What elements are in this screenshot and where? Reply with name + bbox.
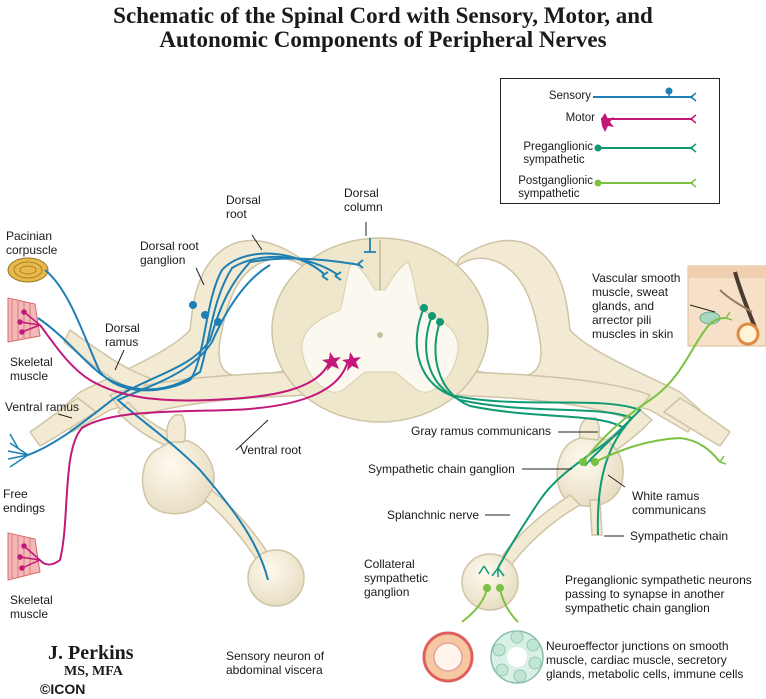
label-dorsal-column: Dorsal column xyxy=(344,186,383,214)
motor-fibers xyxy=(39,324,349,566)
legend-preganglionic-line-1: Preganglionic xyxy=(523,141,593,153)
left-ventral-ramus-nerve xyxy=(29,397,97,447)
legend-motor-label: Motor xyxy=(565,112,595,124)
label-pacinian-line-1: Pacinian xyxy=(6,229,53,243)
label-dorsal-column-line-1: Dorsal xyxy=(344,186,379,200)
label-collateral-line-3: ganglion xyxy=(364,585,410,599)
legend-sensory-label: Sensory xyxy=(548,90,591,102)
right-chain-upper xyxy=(578,417,601,441)
right-ventral-ramus-nerve xyxy=(663,397,731,447)
skeletal-muscle-bottom-icon xyxy=(7,532,41,581)
label-dorsal-root: Dorsal root xyxy=(226,193,261,221)
blood-vessel-icon xyxy=(422,631,474,683)
label-dorsal-ramus-line-1: Dorsal xyxy=(105,321,140,335)
preganglionic-cell-bodies xyxy=(420,304,444,326)
label-collateral-ganglion: Collateral sympathetic ganglion xyxy=(364,557,428,599)
label-neuroeffector-line-1: Neuroeffector junctions on smooth xyxy=(546,639,729,653)
label-ventral-root: Ventral root xyxy=(240,443,302,457)
label-pregang-neurons-line-2: passing to synapse in another xyxy=(565,587,725,601)
label-free-endings: Free endings xyxy=(3,487,45,515)
label-sympathetic-chain: Sympathetic chain xyxy=(630,529,729,543)
sensory-terminals xyxy=(321,238,376,281)
motor-cell-bodies xyxy=(322,352,361,371)
skeletal-muscle-top-icon xyxy=(7,297,41,343)
signature-mark: ©ICON xyxy=(40,681,86,697)
legend-swatches xyxy=(593,87,697,188)
label-pregang-neurons-line-1: Preganglionic sympathetic neurons xyxy=(565,573,752,587)
label-vascular-smooth-muscle: Vascular smooth muscle, sweat glands, an… xyxy=(592,271,680,341)
label-dorsal-ramus-line-2: ramus xyxy=(105,335,139,349)
label-neuroeffector-line-3: glands, metabolic cells, immune cells xyxy=(546,667,744,681)
label-splanchnic-nerve: Splanchnic nerve xyxy=(387,508,480,522)
label-dorsal-root-ganglion: Dorsal root ganglion xyxy=(140,239,199,267)
right-collateral-ganglion xyxy=(461,553,519,611)
central-canal xyxy=(377,332,383,338)
legend-postganglionic-label: Postganglionic sympathetic xyxy=(518,175,593,201)
label-dorsal-root-line-2: root xyxy=(226,207,247,221)
label-sensory-neuron-line-2: abdominal viscera xyxy=(226,663,323,677)
label-neuroeffector-line-2: muscle, cardiac muscle, secretory xyxy=(546,653,727,667)
label-collateral-line-1: Collateral xyxy=(364,557,415,571)
label-vascular-line-3: glands, and xyxy=(592,299,655,313)
label-collateral-line-2: sympathetic xyxy=(364,571,429,585)
spinal-cord xyxy=(271,237,489,423)
label-skeletal-top-line-1: Skeletal xyxy=(10,355,53,369)
skin-illustration xyxy=(687,265,766,347)
title-line-2: Autonomic Components of Peripheral Nerve… xyxy=(159,27,607,52)
legend: Sensory Motor Preganglionic sympathetic … xyxy=(500,78,720,204)
label-free-endings-line-1: Free xyxy=(3,487,28,501)
label-dorsal-column-line-2: column xyxy=(344,200,383,214)
label-free-endings-line-2: endings xyxy=(3,501,46,515)
label-vascular-line-5: muscles in skin xyxy=(592,327,674,341)
label-white-ramus: White ramus communicans xyxy=(632,489,706,517)
sensory-cell-bodies xyxy=(189,301,222,326)
pacinian-corpuscle-icon xyxy=(7,257,49,283)
signature-name: J. Perkins xyxy=(48,642,134,664)
label-pregang-neurons-line-3: sympathetic chain ganglion xyxy=(565,601,710,615)
postganglionic-terminals xyxy=(719,311,733,465)
signature-degree: MS, MFA xyxy=(64,664,123,679)
gland-icon xyxy=(490,630,544,684)
label-sympathetic-chain-ganglion: Sympathetic chain ganglion xyxy=(368,462,515,476)
legend-preganglionic-label: Preganglionic sympathetic xyxy=(523,141,593,167)
label-neuroeffector-junctions: Neuroeffector junctions on smooth muscle… xyxy=(546,639,743,681)
left-collateral-ganglion xyxy=(247,549,305,607)
left-chain-upper xyxy=(166,414,187,443)
label-preganglionic-neurons: Preganglionic sympathetic neurons passin… xyxy=(565,573,752,615)
nerve-bodies xyxy=(29,239,731,611)
label-vascular-line-4: arrector pili xyxy=(592,313,652,327)
label-drg-line-2: ganglion xyxy=(140,253,186,267)
label-skeletal-top-line-2: muscle xyxy=(10,369,49,383)
label-skeletal-muscle-bottom: Skeletal muscle xyxy=(10,593,53,621)
label-white-ramus-line-1: White ramus xyxy=(632,489,700,503)
leader-lines xyxy=(57,222,716,537)
legend-preganglionic-line-2: sympathetic xyxy=(523,154,585,166)
legend-postganglionic-line-2: sympathetic xyxy=(518,188,580,200)
legend-postganglionic-line-1: Postganglionic xyxy=(518,175,593,187)
label-skeletal-muscle-top: Skeletal muscle xyxy=(10,355,53,383)
label-white-ramus-line-2: communicans xyxy=(632,503,707,517)
label-pacinian-line-2: corpuscle xyxy=(6,243,58,257)
postganglionic-cell-bodies xyxy=(483,458,599,592)
label-pacinian-corpuscle: Pacinian corpuscle xyxy=(6,229,57,257)
label-drg-line-1: Dorsal root xyxy=(140,239,199,253)
label-skeletal-bottom-line-2: muscle xyxy=(10,607,49,621)
motor-endplates xyxy=(17,309,41,571)
title-line-1: Schematic of the Spinal Cord with Sensor… xyxy=(113,3,653,28)
sensory-fibers xyxy=(27,252,361,581)
label-ventral-ramus: Ventral ramus xyxy=(5,400,80,414)
label-dorsal-ramus: Dorsal ramus xyxy=(105,321,140,349)
label-vascular-line-1: Vascular smooth xyxy=(592,271,681,285)
free-endings-icon xyxy=(7,433,29,468)
label-sensory-neuron-line-1: Sensory neuron of xyxy=(226,649,325,663)
label-skeletal-bottom-line-1: Skeletal xyxy=(10,593,53,607)
label-vascular-line-2: muscle, sweat xyxy=(592,285,669,299)
label-sensory-neuron: Sensory neuron of abdominal viscera xyxy=(226,649,324,677)
label-dorsal-root-line-1: Dorsal xyxy=(226,193,261,207)
right-sympathetic-chain xyxy=(589,499,603,536)
label-gray-ramus: Gray ramus communicans xyxy=(411,424,552,438)
